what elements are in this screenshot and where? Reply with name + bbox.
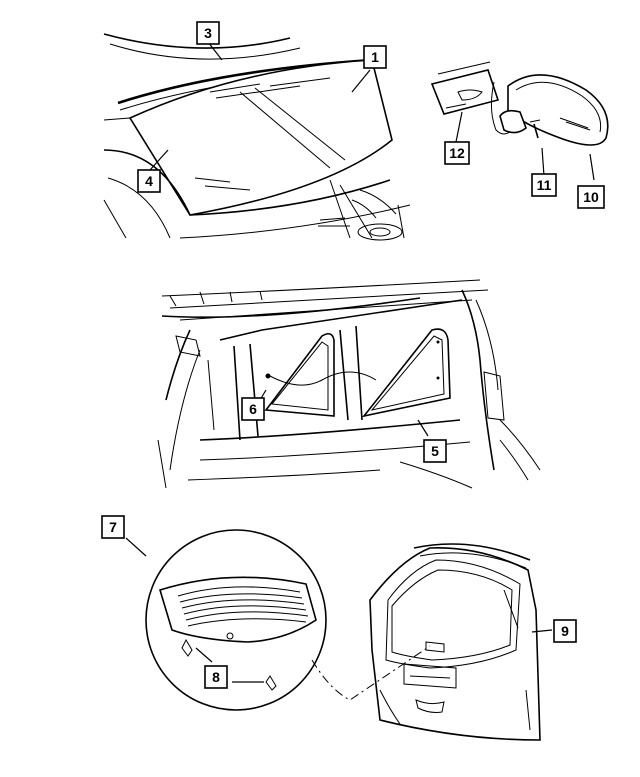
windshield-glass	[128, 59, 393, 216]
svg-text:8: 8	[212, 669, 220, 685]
callout-12: 12	[444, 141, 470, 165]
liftgate-glass	[159, 576, 317, 643]
callout-8: 8	[204, 665, 228, 689]
svg-text:1: 1	[371, 49, 379, 65]
svg-text:7: 7	[109, 519, 117, 535]
svg-text:5: 5	[431, 443, 439, 459]
callout-3: 3	[196, 21, 220, 45]
callout-10: 10	[577, 185, 605, 209]
callout-4: 4	[137, 169, 161, 193]
svg-text:10: 10	[583, 189, 599, 205]
svg-text:6: 6	[249, 401, 257, 417]
callout-1: 1	[363, 45, 387, 69]
mirror-button-plate	[430, 69, 500, 115]
quarter-glass-illustration	[157, 279, 541, 489]
callout-6: 6	[241, 397, 265, 421]
svg-text:4: 4	[145, 173, 153, 189]
svg-text:9: 9	[561, 623, 569, 639]
liftgate-detail-illustration	[145, 529, 431, 711]
callout-7: 7	[101, 515, 125, 539]
svg-text:12: 12	[449, 145, 465, 161]
mirror-illustration	[430, 61, 609, 146]
windshield-illustration	[103, 33, 411, 241]
callout-11: 11	[531, 173, 557, 197]
callout-5: 5	[423, 439, 447, 463]
svg-text:11: 11	[537, 177, 552, 193]
quarter-glass-left	[264, 332, 335, 417]
liftgate-illustration	[369, 543, 541, 741]
mirror-body	[499, 74, 609, 146]
callout-9: 9	[553, 619, 577, 643]
svg-text:3: 3	[204, 25, 212, 41]
